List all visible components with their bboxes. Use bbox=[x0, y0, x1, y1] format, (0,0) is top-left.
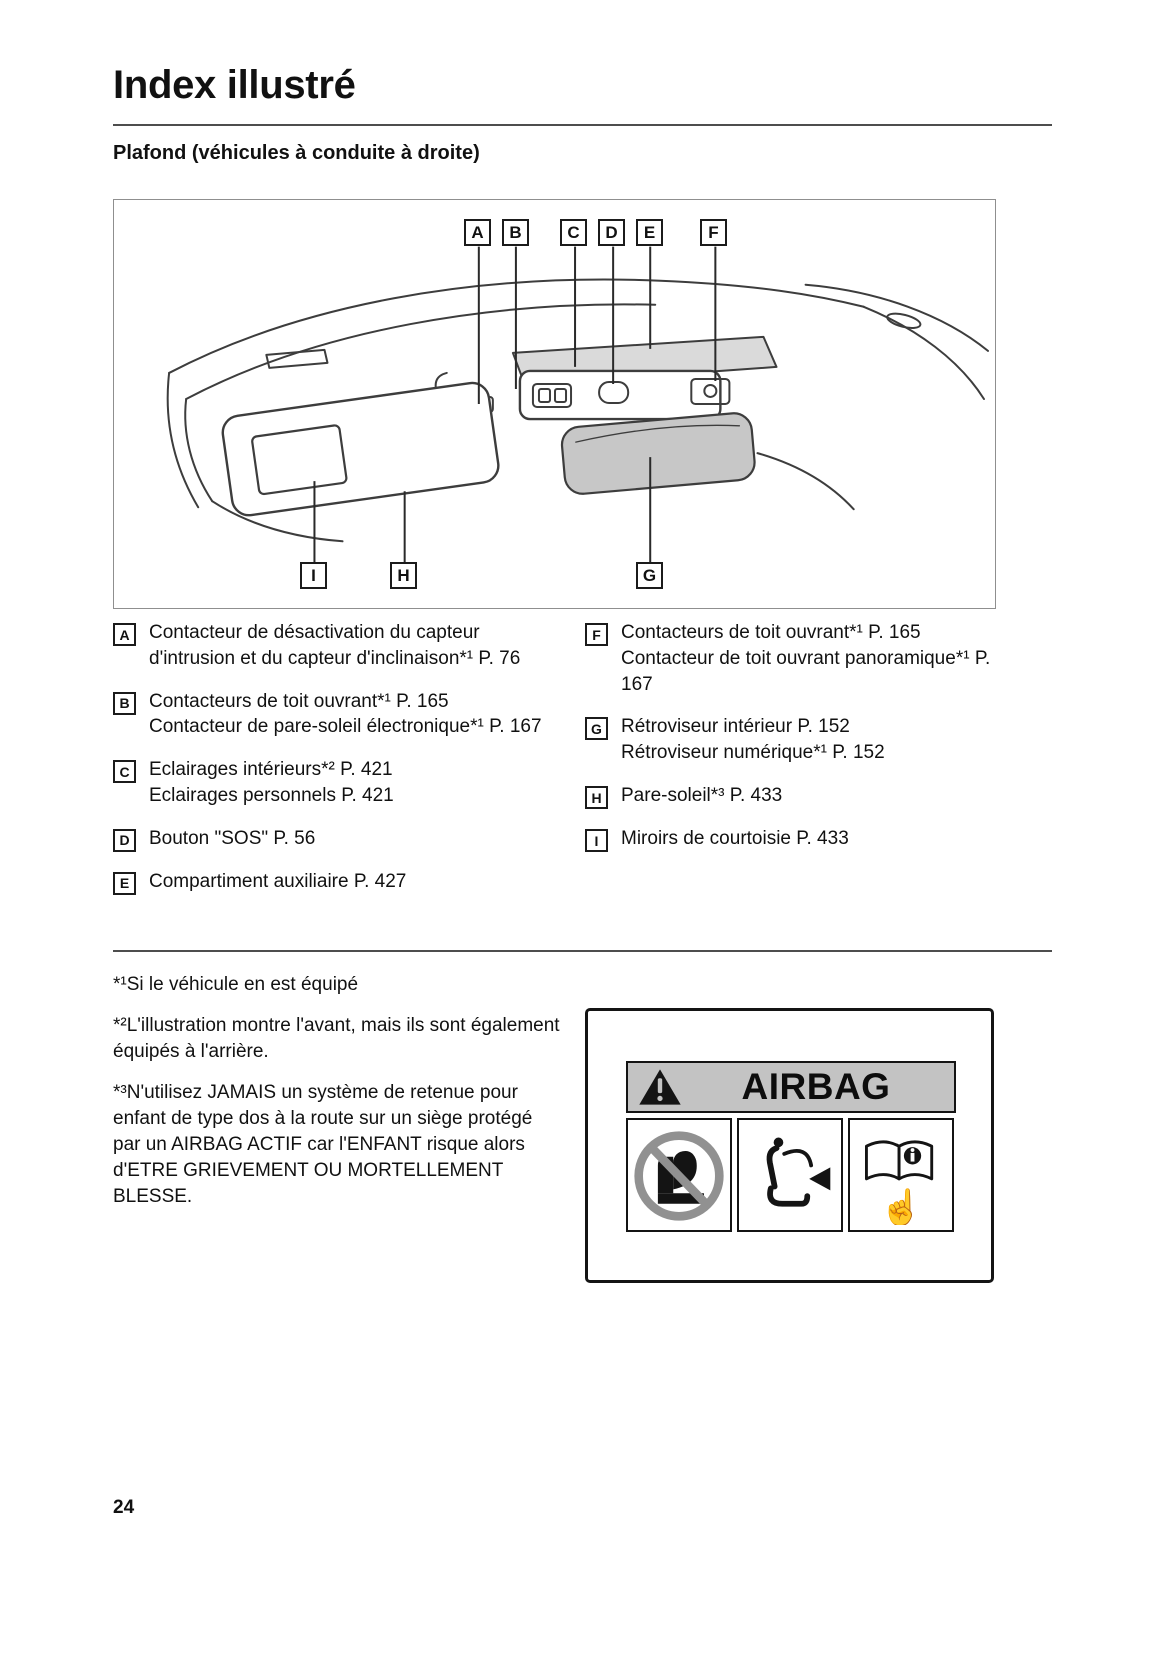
vanity-mirror bbox=[251, 424, 348, 496]
section-heading: Plafond (véhicules à conduite à droite) bbox=[113, 142, 480, 164]
airbag-label-title: AIRBAG bbox=[741, 1066, 891, 1107]
legend-item-i: I Miroirs de courtoisie P. 433 bbox=[585, 826, 1005, 853]
airbag-label-inner: AIRBAG bbox=[626, 1061, 956, 1232]
legend-item-c: C Eclairages intérieurs*² P. 421 Eclaira… bbox=[113, 757, 563, 809]
no-rear-facing-child-seat-icon bbox=[634, 1131, 724, 1221]
airbag-label-panels: ☝ bbox=[626, 1118, 956, 1232]
legend-item-e: E Compartiment auxiliaire P. 427 bbox=[113, 869, 563, 895]
legend-text-h: Pare-soleil*³ P. 433 bbox=[621, 785, 783, 807]
footnote-1: *¹Si le véhicule en est équipé bbox=[113, 974, 359, 995]
legend-item-d: D Bouton "SOS" P. 56 bbox=[113, 826, 563, 852]
page-number: 24 bbox=[113, 1497, 135, 1518]
legend-text-g: Rétroviseur intérieur P. 152 Rétroviseur… bbox=[621, 716, 885, 764]
legend-text-e: Compartiment auxiliaire P. 427 bbox=[149, 870, 407, 892]
legend-right-column: F Contacteurs de toit ouvrant*¹ P. 165 C… bbox=[585, 620, 1005, 869]
legend-key-a: A bbox=[113, 623, 136, 646]
divider-top bbox=[113, 124, 1052, 126]
legend-text-a: Contacteur de désactivation du capteur d… bbox=[149, 622, 521, 669]
legend-item-f: F Contacteurs de toit ouvrant*¹ P. 165 C… bbox=[585, 620, 1005, 697]
legend-left-column: A Contacteur de désactivation du capteur… bbox=[113, 620, 563, 912]
diagram-callout-c: C bbox=[560, 219, 587, 246]
diagram-callout-d: D bbox=[598, 219, 625, 246]
read-manual-icon: ☝ bbox=[865, 1140, 934, 1225]
diagram-callout-i: I bbox=[300, 562, 327, 589]
legend-key-e: E bbox=[113, 871, 136, 895]
footnote-3: *³N'utilisez JAMAIS un système de retenu… bbox=[113, 1082, 533, 1208]
divider-middle bbox=[113, 950, 1052, 952]
footnotes: *¹Si le véhicule en est équipé *²L'illus… bbox=[113, 972, 565, 1225]
legend-text-c: Eclairages intérieurs*² P. 421 Eclairage… bbox=[149, 759, 394, 807]
legend-item-a: A Contacteur de désactivation du capteur… bbox=[113, 620, 563, 672]
legend-text-f: Contacteurs de toit ouvrant*¹ P. 165 Con… bbox=[621, 622, 991, 695]
legend-key-i: I bbox=[585, 829, 608, 853]
sunroof-switches-right bbox=[690, 377, 731, 406]
diagram-callout-g: G bbox=[636, 562, 663, 589]
diagram-callout-e: E bbox=[636, 219, 663, 246]
legend-text-i: Miroirs de courtoisie P. 433 bbox=[621, 828, 849, 850]
airbag-panel-manual: ☝ bbox=[848, 1118, 954, 1232]
ceiling-diagram bbox=[166, 246, 989, 564]
legend-text-d: Bouton "SOS" P. 56 bbox=[149, 827, 316, 849]
page-title: Index illustré bbox=[113, 62, 356, 107]
footnote-2: *²L'illustration montre l'avant, mais il… bbox=[113, 1015, 560, 1063]
diagram-callout-f: F bbox=[700, 219, 727, 246]
diagram-callout-b: B bbox=[502, 219, 529, 246]
legend-text-b: Contacteurs de toit ouvrant*¹ P. 165 Con… bbox=[149, 690, 542, 738]
svg-text:☝: ☝ bbox=[879, 1186, 922, 1225]
legend-item-h: H Pare-soleil*³ P. 433 bbox=[585, 783, 1005, 810]
airbag-panel-deployment bbox=[737, 1118, 843, 1232]
airbag-warning-label: AIRBAG bbox=[585, 1008, 994, 1283]
legend-item-g: G Rétroviseur intérieur P. 152 Rétrovise… bbox=[585, 714, 1005, 766]
legend-key-f: F bbox=[585, 623, 608, 646]
legend-key-d: D bbox=[113, 828, 136, 852]
airbag-deployment-seat-icon bbox=[766, 1137, 831, 1207]
legend-key-b: B bbox=[113, 691, 136, 715]
diagram-callout-h: H bbox=[390, 562, 417, 589]
sun-visor bbox=[221, 381, 500, 517]
airbag-panel-prohibition bbox=[626, 1118, 732, 1232]
legend-key-h: H bbox=[585, 786, 608, 810]
legend-key-c: C bbox=[113, 760, 136, 784]
legend-key-g: G bbox=[585, 717, 608, 741]
warning-triangle-icon bbox=[639, 1069, 681, 1105]
airbag-label-header: AIRBAG bbox=[626, 1061, 956, 1113]
interior-mirror bbox=[560, 412, 756, 495]
ceiling-diagram-frame: A B C D E F I H G bbox=[113, 199, 996, 609]
diagram-callout-a: A bbox=[464, 219, 491, 246]
grab-handle bbox=[886, 312, 922, 329]
sunroof-switches bbox=[531, 382, 573, 409]
legend-item-b: B Contacteurs de toit ouvrant*¹ P. 165 C… bbox=[113, 689, 563, 741]
